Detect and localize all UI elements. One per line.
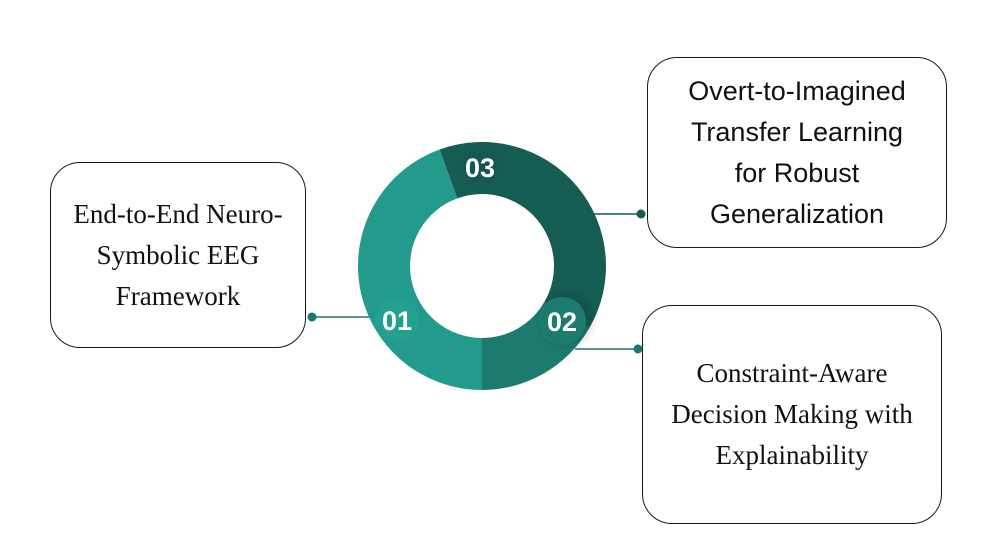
- step-box-03: Overt-to-Imagined Transfer Learning for …: [647, 57, 947, 248]
- badge-01: 01: [375, 298, 419, 342]
- step-number-01: 01: [382, 306, 412, 336]
- badge-02: 02: [534, 288, 598, 352]
- step-number-02: 02: [547, 307, 577, 337]
- step-box-01: End-to-End Neuro- Symbolic EEG Framework: [50, 162, 306, 348]
- badge-03: 03: [456, 143, 504, 191]
- connector-03: [593, 209, 646, 219]
- step-label-02: Constraint-Aware Decision Making with Ex…: [671, 358, 913, 470]
- step-box-02: Constraint-Aware Decision Making with Ex…: [642, 305, 942, 524]
- connector-02: [575, 344, 643, 354]
- step-label-03: Overt-to-Imagined Transfer Learning for …: [688, 75, 906, 229]
- step-number-03: 03: [465, 153, 495, 183]
- step-label-01: End-to-End Neuro- Symbolic EEG Framework: [73, 198, 283, 311]
